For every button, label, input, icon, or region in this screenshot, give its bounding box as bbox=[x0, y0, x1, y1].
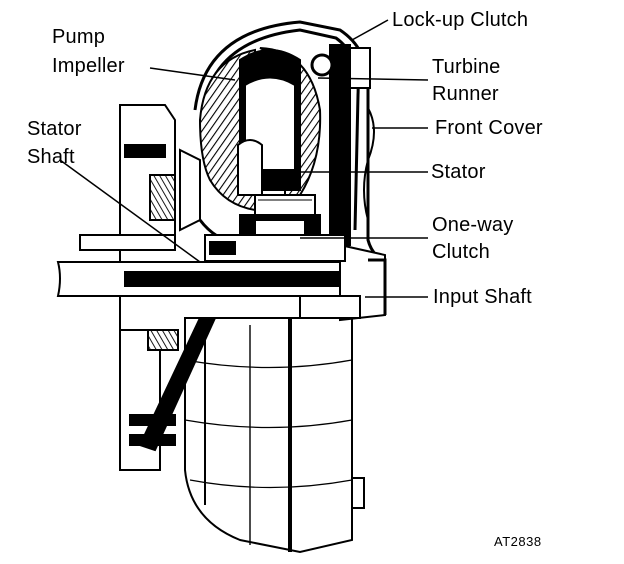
leader-stator-shaft bbox=[59, 159, 201, 263]
leader-lockup-clutch bbox=[351, 19, 389, 41]
label-stator-shaft-line1: Stator bbox=[27, 118, 82, 140]
input-shaft bbox=[56, 261, 361, 297]
label-pump-impeller-line1: Pump bbox=[52, 26, 106, 48]
label-oneway-clutch-line2: Clutch bbox=[432, 241, 490, 263]
label-turbine-runner-line1: Turbine bbox=[432, 56, 501, 78]
label-input-shaft: Input Shaft bbox=[433, 286, 532, 308]
leader-lines bbox=[59, 19, 429, 298]
converter-lower-housing bbox=[184, 317, 365, 554]
leader-pump-impeller bbox=[149, 67, 236, 81]
label-lockup-clutch: Lock-up Clutch bbox=[392, 9, 529, 31]
label-stator-shaft-line2: Shaft bbox=[27, 146, 75, 168]
label-turbine-runner-line2: Runner bbox=[432, 83, 499, 105]
label-oneway-clutch-line1: One-way bbox=[432, 214, 514, 236]
figure-code: AT2838 bbox=[494, 534, 542, 549]
leader-turbine-runner bbox=[317, 77, 429, 81]
label-front-cover: Front Cover bbox=[435, 117, 543, 139]
label-stator: Stator bbox=[431, 161, 486, 183]
stator bbox=[237, 139, 321, 248]
converter-hub bbox=[204, 234, 361, 319]
stator-shaft-support bbox=[138, 317, 217, 452]
label-pump-impeller-line2: Impeller bbox=[52, 55, 125, 77]
